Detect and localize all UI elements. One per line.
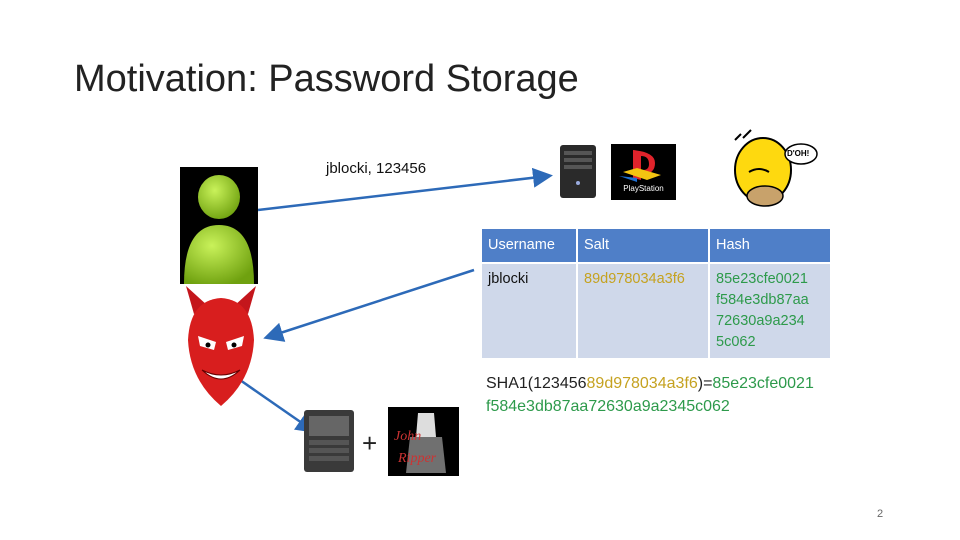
- cell-username: jblocki: [482, 264, 576, 359]
- header-salt: Salt: [578, 229, 708, 262]
- john-text: John: [394, 429, 422, 444]
- sha1-formula: SHA1(12345689d978034a3f6)=85e23cfe0021f5…: [486, 372, 816, 418]
- homer-doh-image: D'OH!: [721, 120, 819, 212]
- cracking-server-image: [300, 408, 358, 474]
- playstation-text: PlayStation: [623, 184, 664, 193]
- table-header-row: Username Salt Hash: [482, 229, 830, 262]
- password-database-table: Username Salt Hash jblocki 89d978034a3f6…: [480, 227, 832, 360]
- devil-icon: [186, 286, 256, 406]
- hash-line: 5c062: [716, 334, 756, 351]
- formula-salt: 89d978034a3f6: [586, 375, 698, 392]
- header-hash: Hash: [710, 229, 830, 262]
- ripper-text: Ripper: [398, 451, 437, 466]
- server-icon: [560, 145, 596, 198]
- rack-server-icon: [304, 410, 354, 472]
- arrow-attacker-to-cracker: [239, 378, 317, 433]
- playstation-icon: [619, 150, 661, 182]
- formula-hash: 85e23cfe0021f584e3db87aa72630a9a2345c062: [486, 375, 814, 415]
- server-image: [556, 143, 600, 200]
- table-row: jblocki 89d978034a3f6 85e23cfe0021 f584e…: [482, 264, 830, 359]
- plus-sign: +: [362, 428, 378, 458]
- cell-salt: 89d978034a3f6: [578, 264, 708, 359]
- formula-prefix: SHA1(123456: [486, 375, 587, 392]
- ripper-icon: [406, 413, 446, 473]
- slide-title: Motivation: Password Storage: [74, 58, 579, 100]
- playstation-logo: PlayStation: [611, 144, 676, 200]
- user-icon: [184, 175, 254, 284]
- attacker-devil-image: [180, 284, 262, 410]
- arrow-table-to-attacker: [263, 268, 475, 342]
- hash-line: f584e3db87aa: [716, 292, 809, 309]
- user-avatar-image: [180, 167, 258, 284]
- john-the-ripper-logo: John Ripper: [388, 407, 459, 476]
- doh-text: D'OH!: [787, 149, 810, 158]
- credentials-label: jblocki, 123456: [326, 160, 427, 177]
- header-username: Username: [482, 229, 576, 262]
- arrow-user-to-server: [257, 167, 553, 212]
- hash-line: 85e23cfe0021: [716, 271, 808, 287]
- cell-hash: 85e23cfe0021 f584e3db87aa 72630a9a234 5c…: [710, 264, 830, 359]
- page-number: 2: [877, 508, 884, 520]
- hash-line: 72630a9a234: [716, 313, 805, 330]
- formula-middle: )=: [697, 375, 713, 392]
- homer-icon: [734, 129, 818, 207]
